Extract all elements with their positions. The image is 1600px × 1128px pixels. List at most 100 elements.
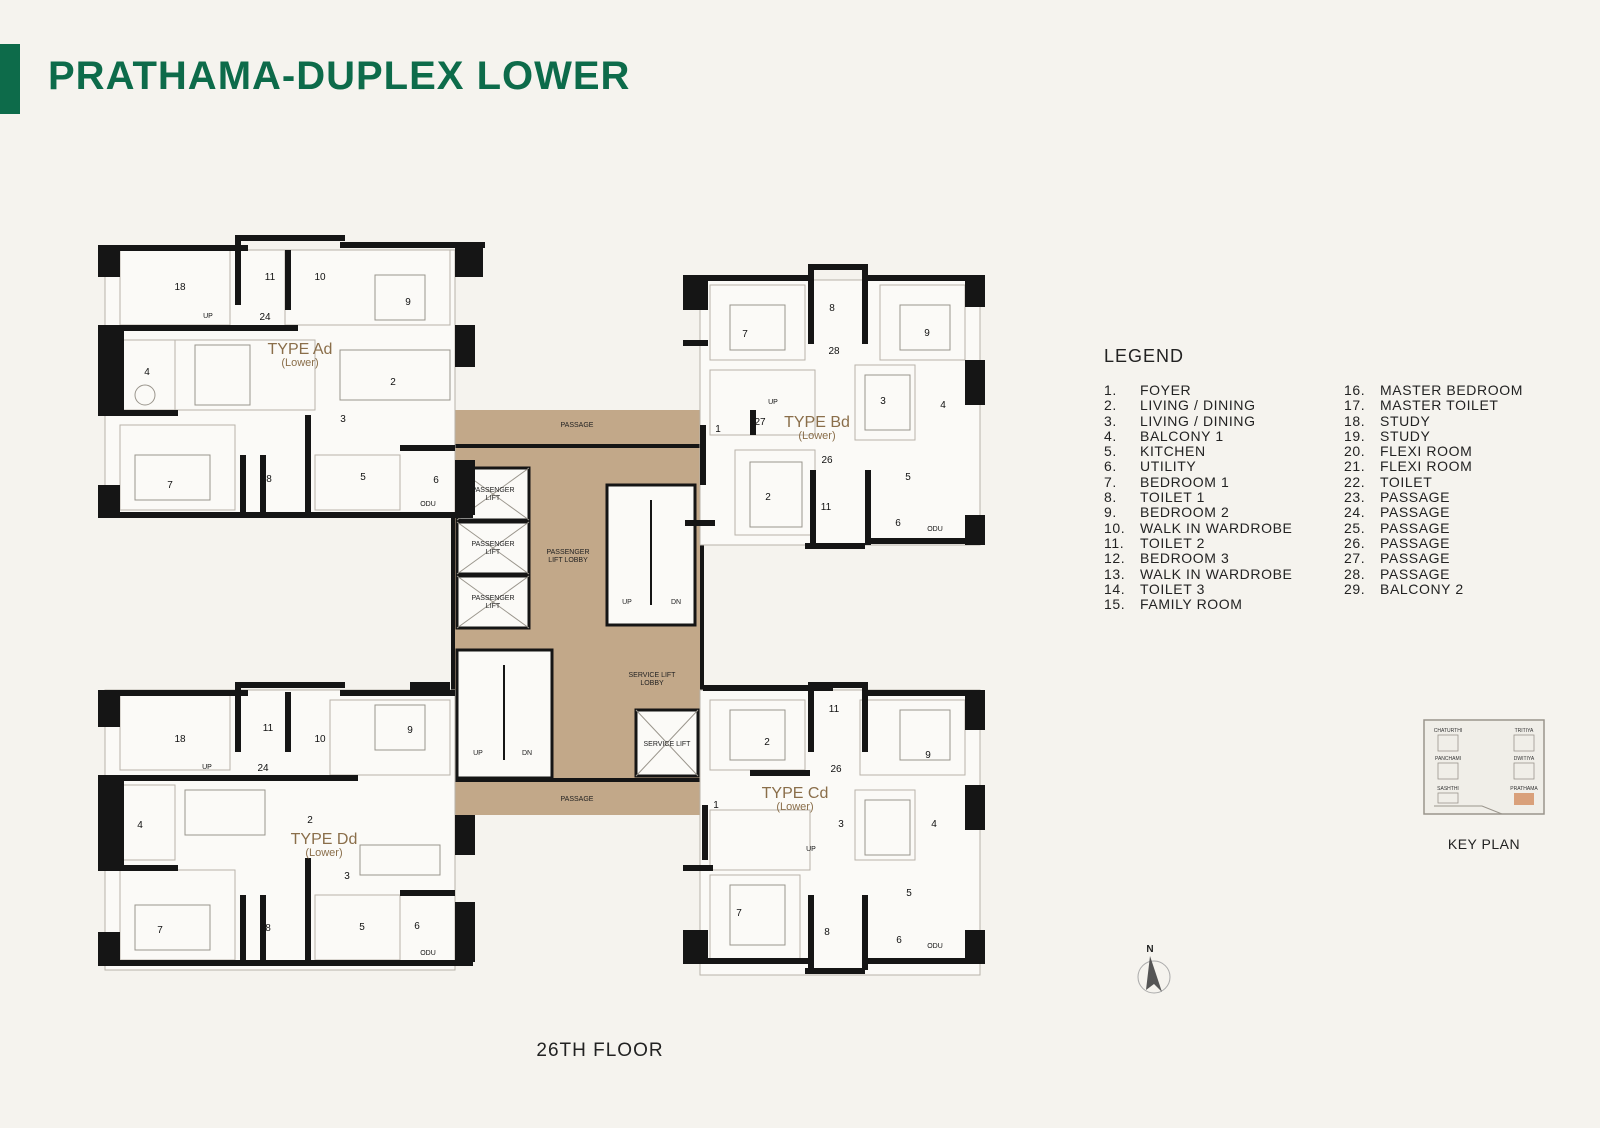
svg-text:10: 10	[314, 272, 326, 283]
legend-item: 2.LIVING / DINING	[1104, 397, 1256, 414]
legend-item: 9.BEDROOM 2	[1104, 504, 1230, 521]
page-title: PRATHAMA-DUPLEX LOWER	[48, 54, 631, 98]
svg-text:ODU: ODU	[927, 526, 943, 533]
legend-item: 21.FLEXI ROOM	[1344, 458, 1473, 475]
unit-type-bd: TYPE Bd (Lower) 7 8 9 28 3 4 27 1 26 2 1…	[683, 264, 985, 549]
svg-text:28: 28	[828, 346, 840, 357]
legend-item: 29.BALCONY 2	[1344, 580, 1464, 597]
svg-text:DWITIYA: DWITIYA	[1514, 756, 1535, 762]
legend-item: 3.LIVING / DINING	[1104, 412, 1256, 429]
svg-text:ODU: ODU	[927, 943, 943, 950]
svg-text:4: 4	[940, 400, 946, 411]
unit-type-dd: TYPE Dd (Lower) 18 11 10 9 24 UP 2 4 3 7…	[98, 682, 475, 971]
key-plan-diagram: CHATURTHI TRITIYA PANCHAMI DWITIYA SASHT…	[1422, 718, 1546, 818]
svg-text:TYPE Ad: TYPE Ad	[268, 341, 333, 358]
unit-type-cd: TYPE Cd (Lower) 2 11 9 26 1 3 4 7 5 8 6 …	[683, 682, 985, 976]
svg-text:26: 26	[821, 455, 833, 466]
legend-item: 13.WALK IN WARDROBE	[1104, 565, 1293, 582]
stair-lower-left	[455, 648, 554, 780]
svg-text:UP: UP	[622, 599, 632, 606]
svg-text:3: 3	[880, 396, 886, 407]
svg-text:5: 5	[359, 922, 365, 933]
legend: LEGEND 1.FOYER 2.LIVING / DINING 3.LIVIN…	[1104, 346, 1574, 612]
legend-item: 5.KITCHEN	[1104, 443, 1206, 460]
svg-text:11: 11	[265, 272, 276, 283]
svg-text:ODU: ODU	[420, 501, 436, 508]
floor-label: 26TH FLOOR	[536, 1040, 664, 1061]
svg-text:8: 8	[266, 474, 272, 485]
svg-text:TYPE Cd: TYPE Cd	[762, 785, 829, 802]
svg-text:24: 24	[259, 312, 271, 323]
svg-text:UP: UP	[768, 399, 778, 406]
legend-item: 26.PASSAGE	[1344, 534, 1451, 551]
svg-text:7: 7	[736, 908, 742, 919]
svg-text:(Lower): (Lower)	[776, 801, 813, 813]
key-plan-label: KEY PLAN	[1447, 836, 1521, 852]
svg-text:6: 6	[895, 518, 901, 529]
svg-text:3: 3	[838, 819, 844, 830]
svg-text:(Lower): (Lower)	[305, 847, 342, 859]
legend-item: 15.FAMILY ROOM	[1104, 596, 1243, 613]
svg-text:LIFT LOBBY: LIFT LOBBY	[548, 557, 588, 564]
legend-item: 28.PASSAGE	[1344, 565, 1451, 582]
svg-text:TRITIYA: TRITIYA	[1515, 728, 1534, 734]
svg-text:5: 5	[360, 472, 366, 483]
passage-bottom	[455, 782, 700, 815]
legend-item: 10.WALK IN WARDROBE	[1104, 519, 1293, 536]
legend-item: 11.TOILET 2	[1104, 534, 1205, 551]
legend-item: 19.STUDY	[1344, 427, 1431, 444]
legend-item: 27.PASSAGE	[1344, 550, 1451, 567]
passage-top-label: PASSAGE	[561, 422, 594, 429]
legend-item: 7.BEDROOM 1	[1104, 473, 1230, 490]
svg-text:24: 24	[257, 763, 269, 774]
legend-column-1: 1.FOYER 2.LIVING / DINING 3.LIVING / DIN…	[1104, 382, 1344, 613]
legend-item: 22.TOILET	[1344, 473, 1433, 490]
passage-bottom-label: PASSAGE	[561, 796, 594, 803]
legend-item: 1.FOYER	[1104, 382, 1192, 398]
svg-text:LIFT: LIFT	[486, 549, 501, 556]
service-lift-label: SERVICE LIFT	[644, 741, 692, 748]
north-arrow-icon: N	[1132, 940, 1182, 1000]
svg-text:7: 7	[742, 329, 748, 340]
svg-text:4: 4	[931, 819, 937, 830]
svg-text:(Lower): (Lower)	[798, 430, 835, 442]
legend-item: 14.TOILET 3	[1104, 580, 1205, 597]
unit-type-ad: TYPE Ad (Lower) 18 11 10 9 24 UP 4 2 3 7…	[98, 235, 485, 518]
svg-text:PANCHAMI: PANCHAMI	[1435, 756, 1461, 762]
svg-text:11: 11	[829, 704, 840, 715]
svg-text:5: 5	[906, 888, 912, 899]
passage-top	[455, 410, 700, 444]
legend-item: 4.BALCONY 1	[1104, 427, 1224, 444]
legend-item: 24.PASSAGE	[1344, 504, 1451, 521]
svg-text:9: 9	[405, 297, 411, 308]
svg-text:5: 5	[905, 472, 911, 483]
legend-item: 12.BEDROOM 3	[1104, 550, 1230, 567]
stair-upper-right	[605, 483, 697, 627]
svg-text:DN: DN	[671, 599, 681, 606]
svg-text:18: 18	[174, 282, 186, 293]
lift-lobby-label: PASSENGER	[546, 549, 589, 556]
svg-text:11: 11	[821, 502, 832, 513]
legend-item: 23.PASSAGE	[1344, 489, 1451, 506]
legend-item: 6.UTILITY	[1104, 458, 1197, 475]
svg-text:UP: UP	[806, 846, 816, 853]
svg-text:TYPE Dd: TYPE Dd	[291, 831, 358, 848]
svg-text:7: 7	[157, 925, 163, 936]
svg-text:3: 3	[344, 871, 350, 882]
svg-text:1: 1	[713, 800, 719, 811]
title-accent-bar	[0, 44, 20, 114]
svg-text:4: 4	[137, 820, 143, 831]
svg-text:6: 6	[433, 475, 439, 486]
svg-text:11: 11	[263, 723, 274, 734]
svg-text:8: 8	[824, 927, 830, 938]
legend-item: 16.MASTER BEDROOM	[1344, 382, 1523, 398]
svg-text:PASSENGER: PASSENGER	[471, 541, 514, 548]
svg-text:ODU: ODU	[420, 950, 436, 957]
svg-text:CHATURTHI: CHATURTHI	[1434, 728, 1462, 734]
building-core: PASSAGE PASSAGE PASSENGER LIFT PASSENGER…	[451, 410, 704, 815]
svg-text:UP: UP	[202, 764, 212, 771]
legend-item: 18.STUDY	[1344, 412, 1431, 429]
svg-text:PRATHAMA: PRATHAMA	[1510, 786, 1538, 792]
legend-item: 20.FLEXI ROOM	[1344, 443, 1473, 460]
svg-text:2: 2	[764, 737, 770, 748]
